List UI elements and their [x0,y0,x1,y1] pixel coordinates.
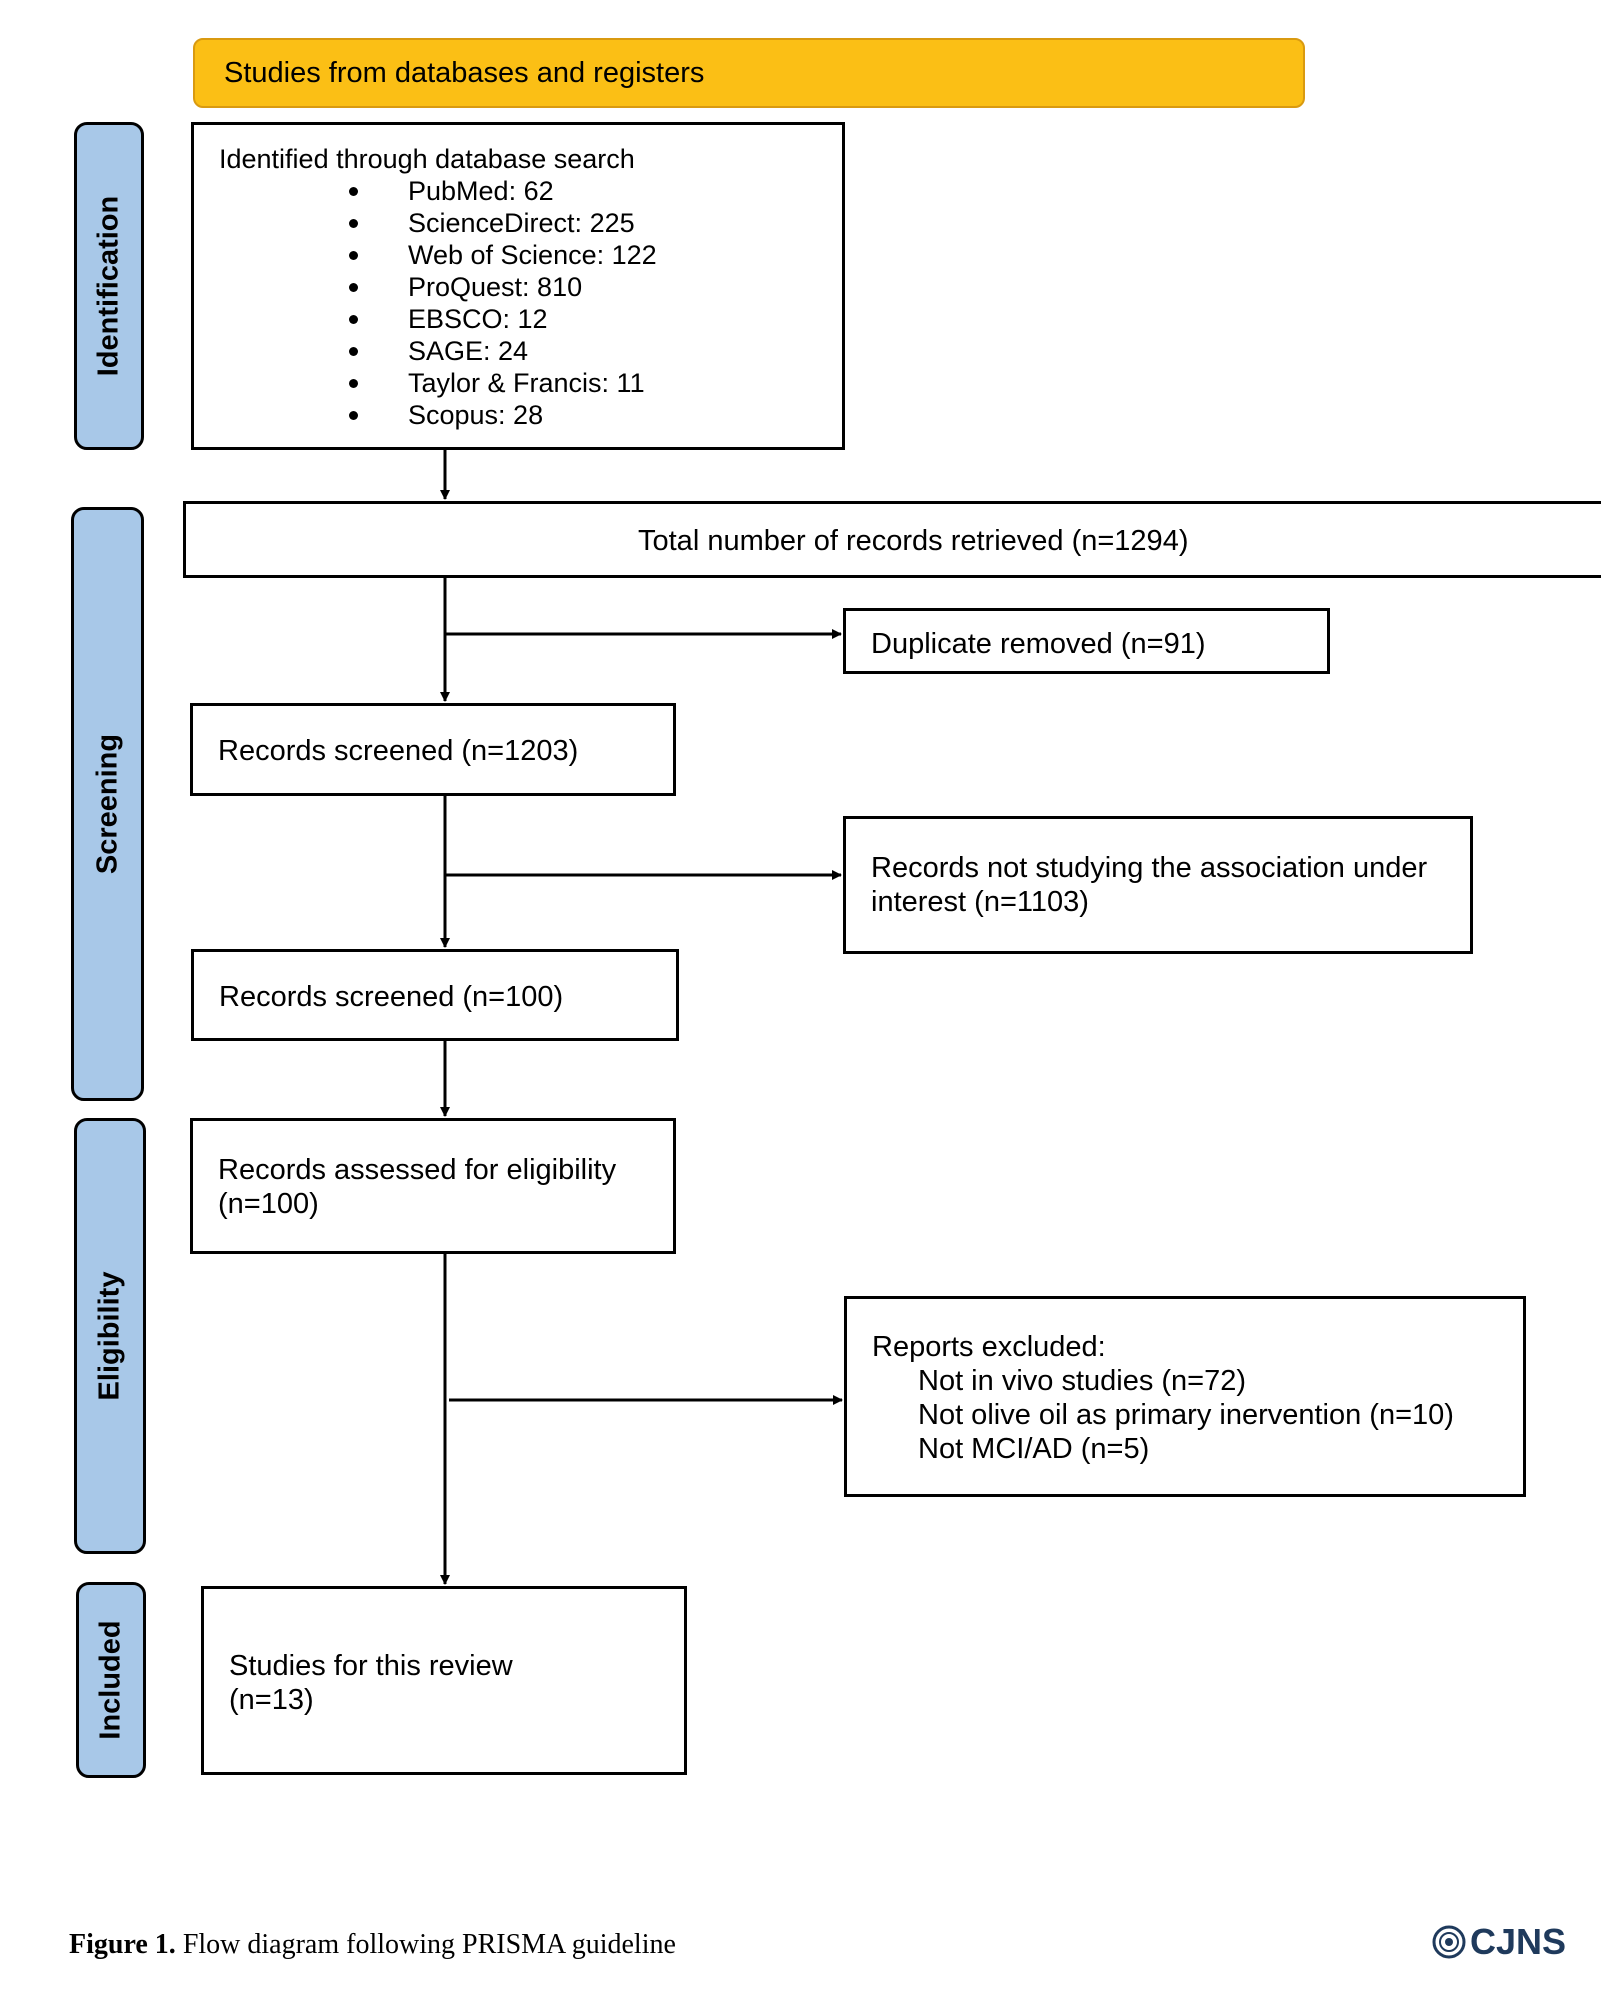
excluded-item: Not olive oil as primary inervention (n=… [918,1399,1454,1431]
identification-box: Identified through database search PubMe… [191,122,845,450]
bullet-dot [349,283,358,292]
logo-text: CJNS [1470,1921,1567,1962]
caption-label: Figure 1. [69,1929,176,1960]
excluded-item: Not MCI/AD (n=5) [918,1433,1150,1465]
records-screened-1-box: Records screened (n=1203) [190,703,676,796]
total-records-text: Total number of records retrieved (n=129… [638,525,1189,557]
source-item: EBSCO: 12 [219,303,842,335]
bullet-dot [349,219,358,228]
included-box: Studies for this review (n=13) [201,1586,687,1775]
total-records-box: Total number of records retrieved (n=129… [183,501,1601,578]
source-item: ProQuest: 810 [219,271,842,303]
duplicates-text: Duplicate removed (n=91) [871,628,1206,660]
records-screened-1-text: Records screened (n=1203) [218,735,579,767]
journal-logo: CJNS [1432,1921,1566,1963]
figure-caption: Figure 1. Flow diagram following PRISMA … [69,1929,676,1961]
not-studying-box: Records not studying the association und… [843,816,1473,954]
source-item: PubMed: 62 [219,175,842,207]
not-studying-line2: interest (n=1103) [871,886,1089,918]
phase-identification: Identification [74,122,144,450]
bullet-dot [349,411,358,420]
source-item: ScienceDirect: 225 [219,207,842,239]
source-item: Web of Science: 122 [219,239,842,271]
phase-screening: Screening [71,507,144,1101]
eligibility-box: Records assessed for eligibility (n=100) [190,1118,676,1254]
phase-eligibility: Eligibility [74,1118,146,1554]
header-banner: Studies from databases and registers [193,38,1305,108]
bullet-dot [349,347,358,356]
eligibility-line1: Records assessed for eligibility [218,1154,617,1186]
source-item: Taylor & Francis: 11 [219,367,842,399]
records-screened-2-text: Records screened (n=100) [219,981,564,1013]
excluded-title: Reports excluded: [872,1331,1106,1363]
duplicates-box: Duplicate removed (n=91) [843,608,1330,674]
excluded-box: Reports excluded: Not in vivo studies (n… [844,1296,1526,1497]
header-title: Studies from databases and registers [224,57,705,89]
bullet-dot [349,251,358,260]
not-studying-line1: Records not studying the association und… [871,852,1428,884]
included-line2: (n=13) [229,1684,314,1716]
included-line1: Studies for this review [229,1650,513,1682]
caption-text: Flow diagram following PRISMA guideline [182,1929,676,1960]
logo-emblem-icon [1432,1925,1466,1959]
records-screened-2-box: Records screened (n=100) [191,949,679,1041]
source-item: SAGE: 24 [219,335,842,367]
bullet-dot [349,379,358,388]
bullet-dot [349,315,358,324]
excluded-item: Not in vivo studies (n=72) [918,1365,1247,1397]
phase-included: Included [76,1582,146,1778]
identification-title: Identified through database search [219,144,635,174]
bullet-dot [349,187,358,196]
eligibility-line2: (n=100) [218,1188,319,1220]
source-list: PubMed: 62 ScienceDirect: 225 Web of Sci… [219,175,842,431]
source-item: Scopus: 28 [219,399,842,431]
